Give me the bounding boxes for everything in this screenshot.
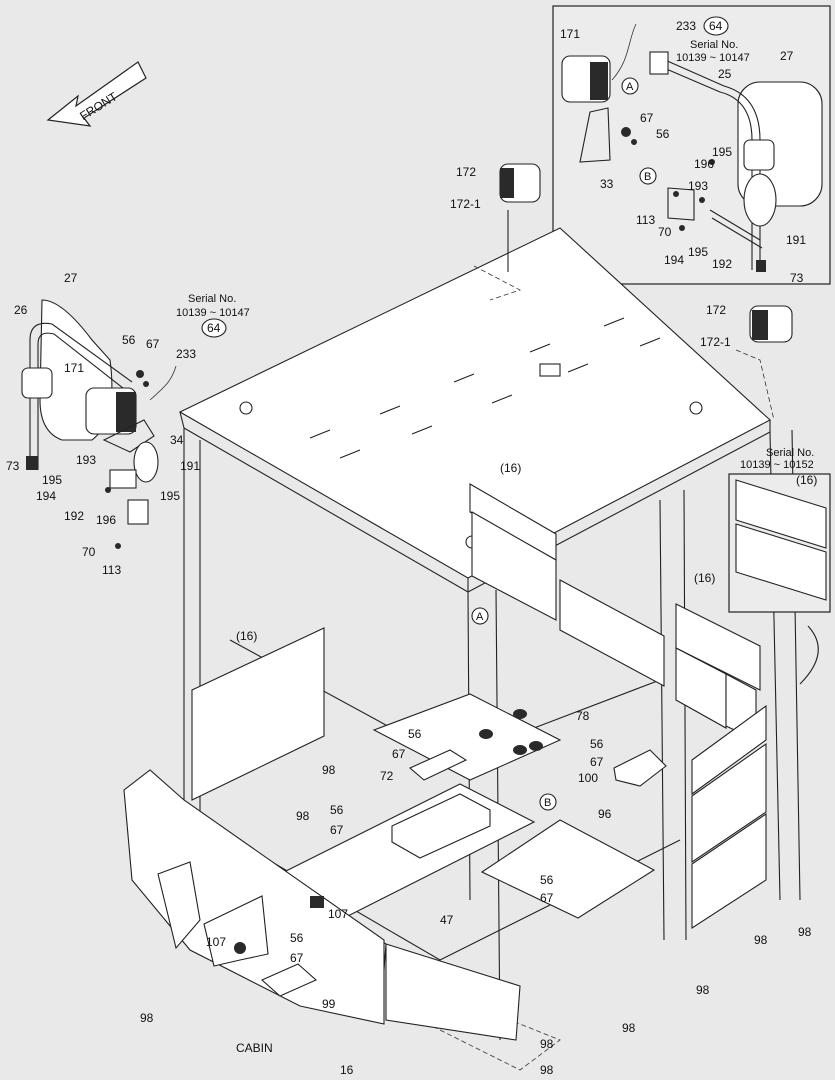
detail-letter-a-inset: A bbox=[626, 81, 634, 93]
front-arrow: FRONT bbox=[46, 61, 147, 127]
label-16p-right: (16) bbox=[694, 571, 715, 585]
label-67-mid: 67 bbox=[330, 823, 344, 837]
label-195-top: 195 bbox=[712, 145, 732, 159]
label-25: 25 bbox=[718, 67, 732, 81]
label-172-1-top: 172-1 bbox=[450, 197, 481, 211]
label-100: 100 bbox=[578, 771, 598, 785]
label-233-left: 233 bbox=[176, 347, 196, 361]
label-98-b2: 98 bbox=[540, 1063, 554, 1077]
label-191-top: 191 bbox=[786, 233, 806, 247]
label-70-top: 70 bbox=[658, 225, 672, 239]
label-67-left: 67 bbox=[146, 337, 160, 351]
label-191-left: 191 bbox=[180, 459, 200, 473]
label-107-center: 107 bbox=[328, 907, 348, 921]
label-96: 96 bbox=[598, 807, 612, 821]
label-16: 16 bbox=[340, 1063, 354, 1077]
label-233-top: 233 bbox=[676, 19, 696, 33]
label-67-center: 67 bbox=[392, 747, 406, 761]
serial-left-line1: Serial No. bbox=[188, 293, 236, 305]
label-98-b3: 98 bbox=[622, 1021, 636, 1035]
top-work-lamp bbox=[473, 163, 541, 301]
label-67-plate: 67 bbox=[540, 891, 554, 905]
cabin-roof bbox=[178, 227, 771, 593]
rubber-mounts bbox=[479, 709, 543, 755]
label-171-top: 171 bbox=[560, 27, 580, 41]
label-16p-left: (16) bbox=[236, 629, 257, 643]
front-lower-panel bbox=[123, 769, 521, 1041]
label-172-1-right: 172-1 bbox=[700, 335, 731, 349]
label-16p-inset: (16) bbox=[796, 473, 817, 487]
label-27-left: 27 bbox=[64, 271, 78, 285]
label-98-bl: 98 bbox=[140, 1011, 154, 1025]
diagram-title: CABIN bbox=[236, 1041, 273, 1055]
label-72: 72 bbox=[380, 769, 394, 783]
label-172-top: 172 bbox=[456, 165, 476, 179]
label-192-top: 192 bbox=[712, 257, 732, 271]
right-work-lamp bbox=[735, 305, 793, 421]
label-56-plate: 56 bbox=[540, 873, 554, 887]
serial-right-line1: Serial No. bbox=[766, 447, 814, 459]
detail-letter-a: A bbox=[476, 611, 484, 623]
ref-bubble-64-top: 64 bbox=[709, 19, 723, 33]
label-26: 26 bbox=[14, 303, 28, 317]
label-98-b4: 98 bbox=[696, 983, 710, 997]
floor-plates bbox=[219, 693, 667, 1071]
label-56-left: 56 bbox=[122, 333, 136, 347]
label-73-left: 73 bbox=[6, 459, 20, 473]
label-193-left: 193 bbox=[76, 453, 96, 467]
label-33: 33 bbox=[600, 177, 614, 191]
ref-bubble-64-left: 64 bbox=[207, 321, 221, 335]
cabin-frame bbox=[183, 428, 801, 1041]
floor-plate-96 bbox=[480, 819, 656, 919]
label-99: 99 bbox=[322, 997, 336, 1011]
label-67-right: 67 bbox=[590, 755, 604, 769]
left-glass-panel bbox=[191, 627, 325, 801]
part-labels: 233 171 27 25 67 56 33 195 196 193 113 7… bbox=[6, 19, 817, 1077]
label-16p-roof: (16) bbox=[500, 461, 521, 475]
reference-markers: 64 64 A B A B bbox=[201, 16, 729, 811]
label-196-left: 196 bbox=[96, 513, 116, 527]
label-56-right: 56 bbox=[590, 737, 604, 751]
label-98-b1: 98 bbox=[540, 1037, 554, 1051]
label-56-mid: 56 bbox=[330, 803, 344, 817]
detail-inset-box bbox=[552, 5, 831, 285]
label-56-low: 56 bbox=[290, 931, 304, 945]
left-mirror-assembly bbox=[21, 299, 177, 549]
label-98-center: 98 bbox=[322, 763, 336, 777]
serial-right-line2: 10139 ~ 10152 bbox=[740, 459, 814, 471]
label-98-mid: 98 bbox=[296, 809, 310, 823]
label-196-top: 196 bbox=[694, 157, 714, 171]
serial-left-line2: 10139 ~ 10147 bbox=[176, 307, 250, 319]
label-107-left: 107 bbox=[206, 935, 226, 949]
label-171-left: 171 bbox=[64, 361, 84, 375]
label-56-center: 56 bbox=[408, 727, 422, 741]
detail-letter-b-inset: B bbox=[644, 171, 651, 183]
label-27-top: 27 bbox=[780, 49, 794, 63]
detail-letter-b: B bbox=[544, 797, 551, 809]
serial-top-right-line2: 10139 ~ 10147 bbox=[676, 52, 750, 64]
label-98-b5: 98 bbox=[754, 933, 768, 947]
label-56-top: 56 bbox=[656, 127, 670, 141]
label-194-top: 194 bbox=[664, 253, 684, 267]
label-192-left: 192 bbox=[64, 509, 84, 523]
label-195-top-2: 195 bbox=[688, 245, 708, 259]
label-70-left: 70 bbox=[82, 545, 96, 559]
label-67-low: 67 bbox=[290, 951, 304, 965]
label-113-left: 113 bbox=[102, 563, 121, 577]
label-78: 78 bbox=[576, 709, 590, 723]
label-67-top: 67 bbox=[640, 111, 654, 125]
label-194-left: 194 bbox=[36, 489, 56, 503]
label-113-top: 113 bbox=[636, 213, 655, 227]
label-172-right: 172 bbox=[706, 303, 726, 317]
serial-top-right-line1: Serial No. bbox=[690, 39, 738, 51]
right-detail-box bbox=[728, 473, 831, 685]
label-73-top: 73 bbox=[790, 271, 804, 285]
label-195-left-2: 195 bbox=[160, 489, 180, 503]
label-34: 34 bbox=[170, 433, 184, 447]
label-47: 47 bbox=[440, 913, 454, 927]
label-195-left: 195 bbox=[42, 473, 62, 487]
label-98-b6: 98 bbox=[798, 925, 812, 939]
label-193-top: 193 bbox=[688, 179, 708, 193]
